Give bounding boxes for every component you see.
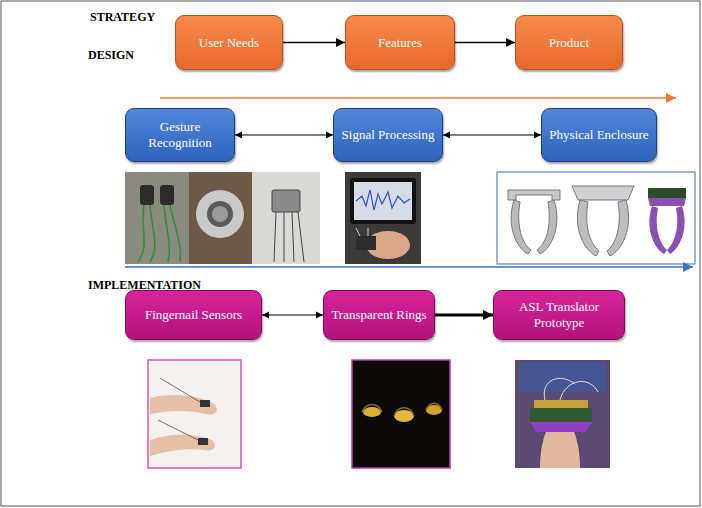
- box-text: ASL Translator Prototype: [500, 299, 618, 330]
- connector-arrow: [283, 42, 345, 44]
- process-box: Fingernail Sensors: [125, 290, 262, 340]
- box-text: Product: [549, 35, 589, 51]
- connector-arrow: [455, 42, 515, 44]
- process-box: User Needs: [175, 15, 283, 70]
- connector-arrow: [443, 134, 541, 135]
- process-box: Physical Enclosure: [541, 108, 657, 162]
- process-box: Signal Processing: [333, 108, 443, 162]
- connector-arrow: [262, 314, 323, 315]
- process-box: Product: [515, 15, 623, 70]
- connector-arrow: [235, 134, 333, 135]
- phase-arrow: [125, 266, 693, 268]
- box-text: Gesture Recognition: [132, 119, 228, 150]
- section-label: DESIGN: [88, 48, 134, 63]
- process-box: Transparent Rings: [323, 290, 435, 340]
- rings-photo: [352, 360, 450, 468]
- gesture-photos: [125, 172, 320, 264]
- enclosure-renders: [497, 172, 695, 264]
- signal-photo: [345, 172, 421, 264]
- section-label: STRATEGY: [90, 10, 155, 25]
- phase-arrow: [160, 97, 676, 99]
- process-box: Features: [345, 15, 455, 70]
- box-text: Features: [378, 35, 422, 51]
- fingernail-photo: [148, 360, 241, 468]
- box-text: User Needs: [199, 35, 259, 51]
- box-text: Physical Enclosure: [549, 127, 648, 143]
- box-text: Transparent Rings: [331, 307, 426, 323]
- box-text: Signal Processing: [342, 127, 435, 143]
- process-box: ASL Translator Prototype: [493, 290, 625, 340]
- box-text: Fingernail Sensors: [145, 307, 242, 323]
- process-box: Gesture Recognition: [125, 108, 235, 162]
- prototype-photo: [515, 360, 610, 468]
- connector-arrow: [435, 314, 493, 317]
